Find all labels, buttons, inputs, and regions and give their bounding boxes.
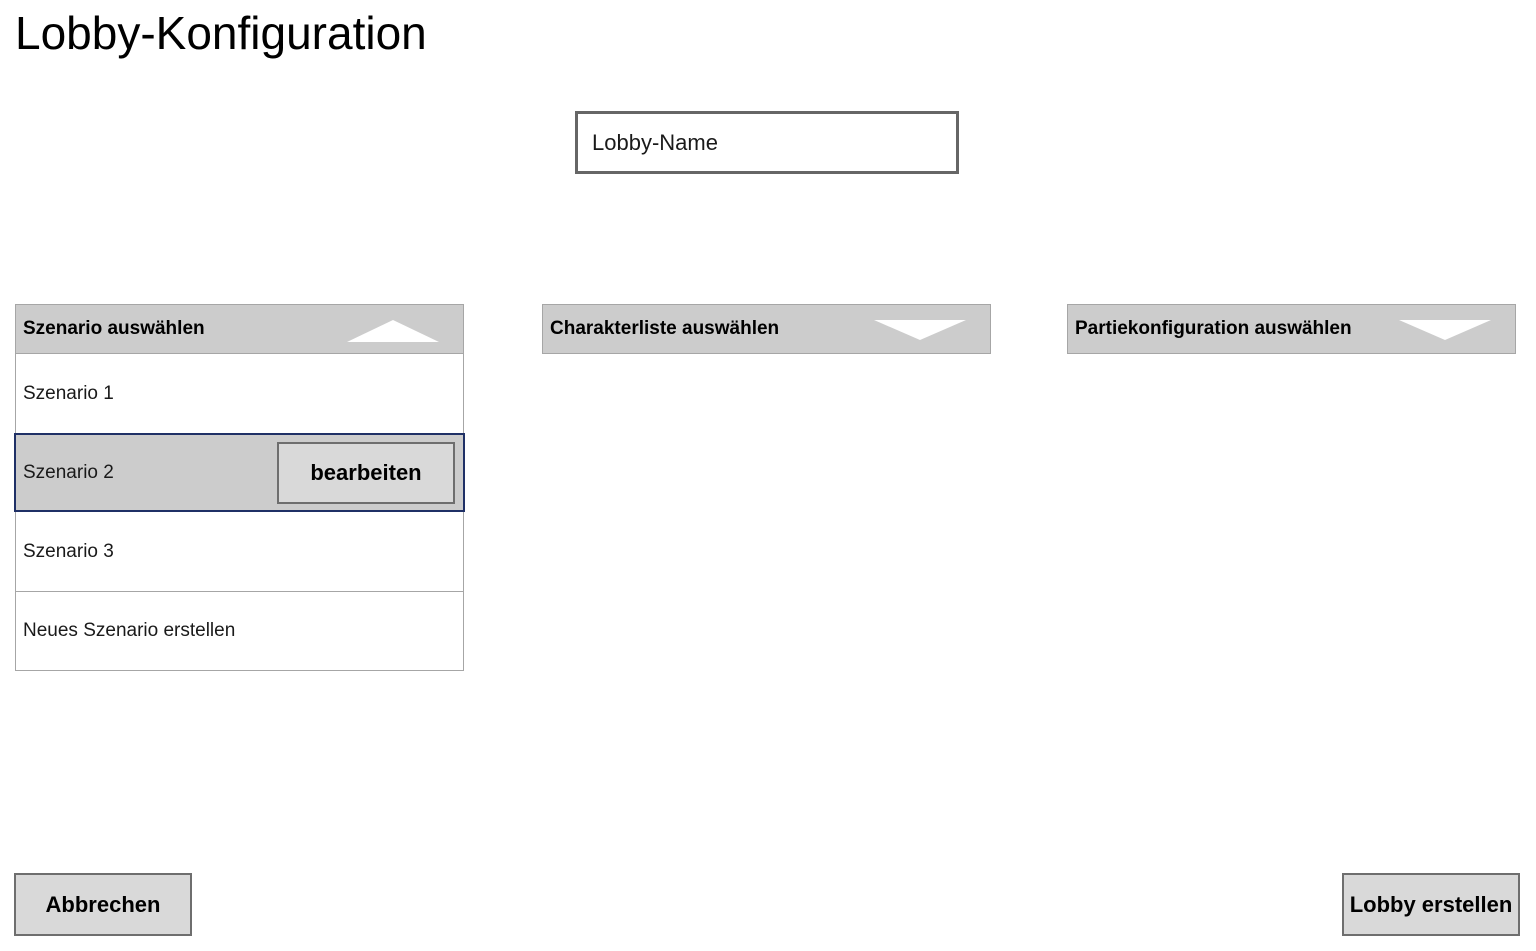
list-item-label: Szenario 3 [23, 540, 114, 562]
list-item-label: Neues Szenario erstellen [23, 620, 236, 641]
character-dropdown-title: Charakterliste auswählen [550, 318, 780, 339]
scenario-dropdown: Szenario auswählen Szenario 1 Szenario 2… [14, 304, 465, 671]
edit-scenario-button[interactable]: bearbeiten [277, 442, 455, 504]
triangle-down-icon [1399, 320, 1491, 340]
scenario-item-1[interactable]: Szenario 1 [16, 354, 463, 433]
scenario-dropdown-title: Szenario auswählen [23, 318, 205, 339]
match-config-dropdown-title: Partiekonfiguration auswählen [1075, 318, 1352, 339]
scenario-list: Szenario 1 Szenario 2 bearbeiten Szenari… [14, 354, 465, 671]
list-item-label: Szenario 2 [23, 461, 114, 483]
create-lobby-button[interactable]: Lobby erstellen [1342, 873, 1520, 936]
new-scenario-item[interactable]: Neues Szenario erstellen [16, 591, 463, 670]
scenario-dropdown-header[interactable]: Szenario auswählen [15, 304, 464, 354]
match-config-dropdown-header[interactable]: Partiekonfiguration auswählen [1067, 304, 1516, 354]
page-title: Lobby-Konfiguration [15, 7, 427, 59]
scenario-item-2[interactable]: Szenario 2 bearbeiten [14, 433, 465, 512]
scenario-item-3[interactable]: Szenario 3 [16, 512, 463, 591]
character-dropdown-header[interactable]: Charakterliste auswählen [542, 304, 991, 354]
triangle-down-icon [874, 320, 966, 340]
triangle-up-icon [347, 320, 439, 342]
character-dropdown: Charakterliste auswählen [542, 304, 991, 354]
lobby-name-input[interactable] [575, 111, 959, 174]
list-item-label: Szenario 1 [23, 382, 114, 404]
match-config-dropdown: Partiekonfiguration auswählen [1067, 304, 1516, 354]
cancel-button[interactable]: Abbrechen [14, 873, 192, 936]
